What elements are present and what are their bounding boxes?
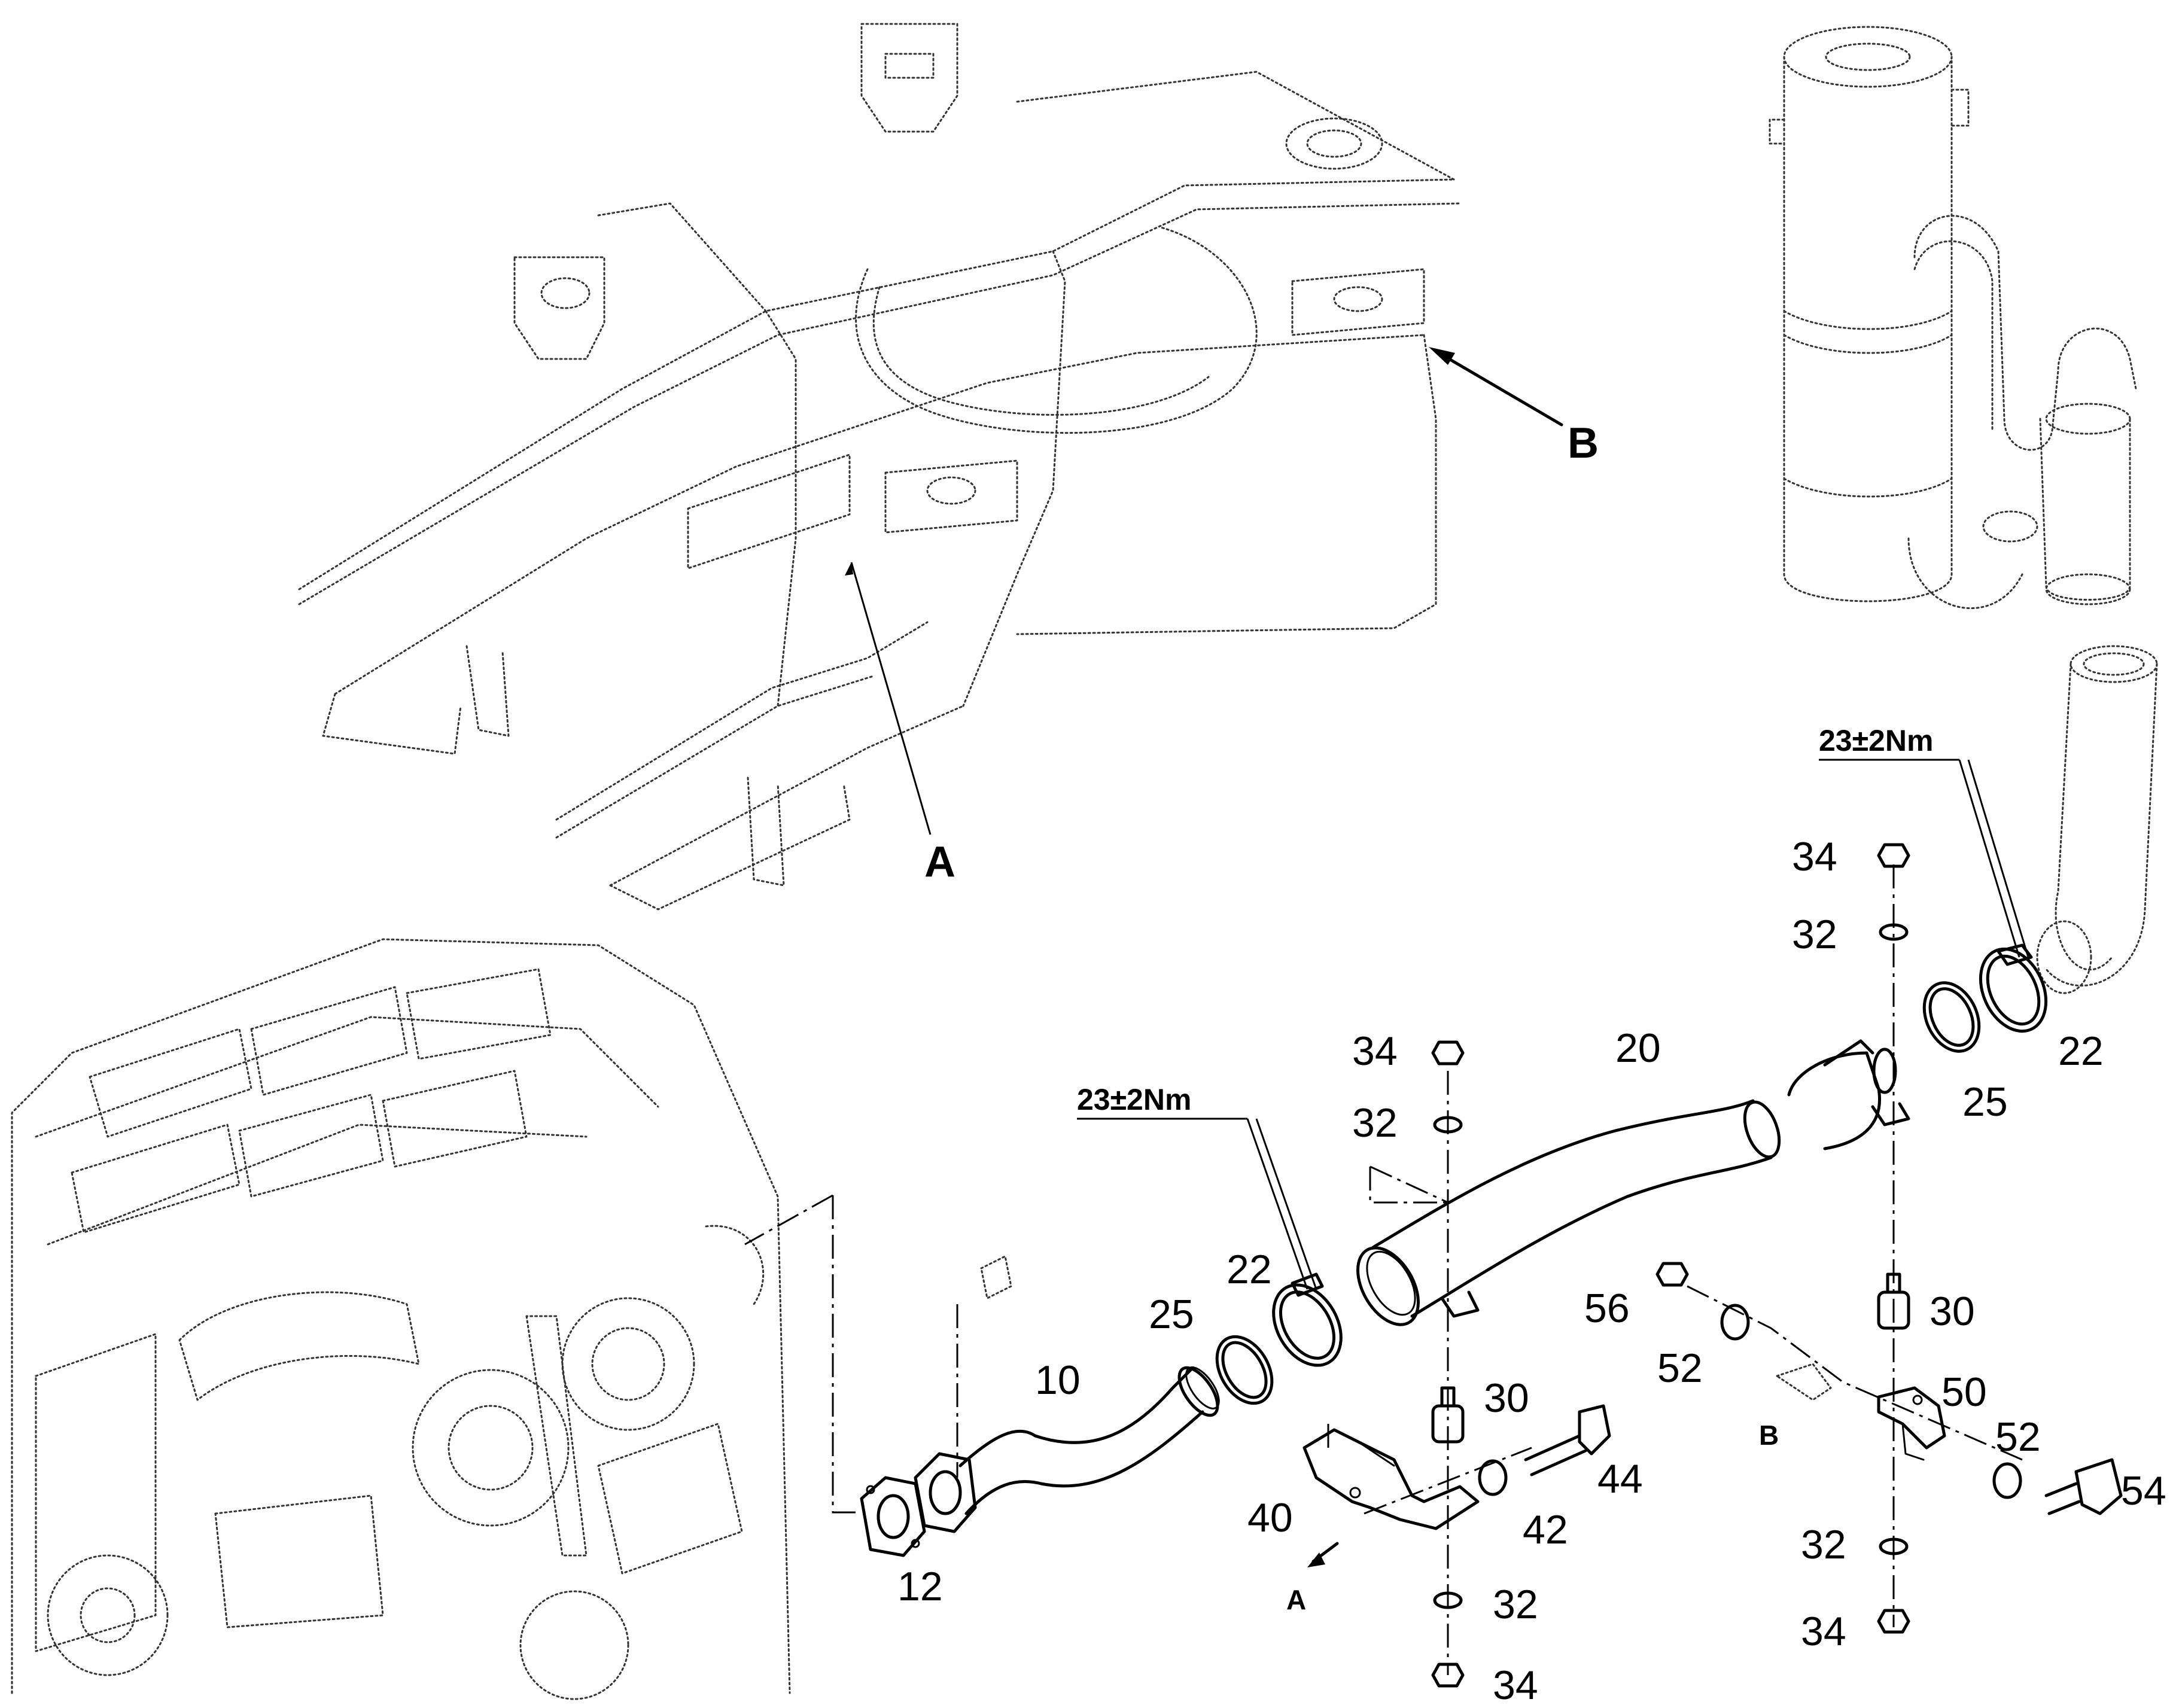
nut-56 bbox=[1655, 1262, 1689, 1287]
callout-42: 42 bbox=[1523, 1507, 1568, 1552]
pipe-10 bbox=[914, 1366, 1220, 1533]
torque-leader-lower bbox=[1077, 1118, 1317, 1290]
exhaust-pipe-assembly bbox=[860, 843, 2123, 1688]
bracket-50 bbox=[1877, 1386, 1946, 1461]
view-b-leader bbox=[1429, 347, 1563, 427]
callout-32: 32 bbox=[1801, 1522, 1846, 1567]
washer-52-upper bbox=[1720, 1304, 1750, 1341]
washer-52-lower bbox=[1992, 1462, 2022, 1499]
pipe-20 bbox=[1356, 1039, 1910, 1326]
callout-12: 12 bbox=[897, 1564, 943, 1609]
engine-drawing bbox=[11, 938, 791, 1700]
clamp-22-lower bbox=[1272, 1272, 1343, 1367]
callout-20: 20 bbox=[1615, 1025, 1661, 1071]
view-label-a: A bbox=[924, 838, 955, 886]
callout-30: 30 bbox=[1930, 1289, 1975, 1334]
callout-56: 56 bbox=[1584, 1286, 1630, 1331]
seal-ring-25-lower bbox=[1215, 1335, 1274, 1405]
washer-32-lower-left bbox=[1433, 1591, 1463, 1609]
view-label-a-small: A bbox=[1286, 1584, 1306, 1615]
callout-34: 34 bbox=[1792, 834, 1837, 879]
rubber-mount-30-left bbox=[1431, 1386, 1465, 1444]
callout-52: 52 bbox=[1657, 1345, 1703, 1391]
callout-32: 32 bbox=[1493, 1582, 1538, 1627]
callout-10: 10 bbox=[1035, 1357, 1081, 1403]
callout-30: 30 bbox=[1484, 1375, 1529, 1421]
view-label-b-small: B bbox=[1759, 1420, 1779, 1451]
rubber-mount-30-right bbox=[1877, 1272, 1910, 1330]
callout-54: 54 bbox=[2121, 1468, 2166, 1514]
torque-leader-upper bbox=[1819, 759, 2029, 958]
nut-34-upper-left bbox=[1431, 1040, 1465, 1065]
nut-34-upper-right bbox=[1877, 843, 1910, 868]
seal-ring-25-upper bbox=[1922, 981, 1981, 1053]
muffler-drawing bbox=[1769, 26, 2158, 994]
callout-34: 34 bbox=[1801, 1609, 1846, 1654]
callout-25: 25 bbox=[1149, 1292, 1194, 1337]
callout-44: 44 bbox=[1597, 1456, 1643, 1502]
callout-34: 34 bbox=[1493, 1663, 1538, 1708]
torque-label-lower: 23±2Nm bbox=[1077, 1083, 1191, 1116]
callout-32: 32 bbox=[1792, 912, 1837, 957]
clamp-22-upper bbox=[1979, 943, 2048, 1033]
callout-32: 32 bbox=[1352, 1100, 1398, 1146]
callout-22: 22 bbox=[2058, 1028, 2104, 1074]
bolt-44 bbox=[1524, 1404, 1611, 1476]
gasket-12 bbox=[860, 1476, 926, 1557]
callout-25: 25 bbox=[1962, 1079, 2008, 1125]
bracket-40 bbox=[1302, 1428, 1480, 1530]
callout-40: 40 bbox=[1247, 1495, 1293, 1540]
view-a-leader bbox=[845, 562, 932, 835]
torque-label-upper: 23±2Nm bbox=[1819, 724, 1933, 757]
callout-34: 34 bbox=[1352, 1028, 1398, 1074]
washer-42 bbox=[1478, 1459, 1508, 1496]
callout-50: 50 bbox=[1941, 1369, 1987, 1415]
nut-34-lower-left bbox=[1431, 1663, 1465, 1688]
nut-34-lower-right bbox=[1877, 1609, 1910, 1634]
callout-52: 52 bbox=[1995, 1414, 2041, 1460]
washer-32-upper-right bbox=[1879, 923, 1909, 941]
washer-32-upper-left bbox=[1433, 1116, 1463, 1134]
bolt-54 bbox=[2044, 1458, 2123, 1515]
chassis-frame-drawing bbox=[298, 23, 1461, 911]
view-label-b: B bbox=[1568, 419, 1599, 467]
washer-32-lower-right bbox=[1879, 1537, 1909, 1555]
callout-22: 22 bbox=[1227, 1247, 1272, 1292]
